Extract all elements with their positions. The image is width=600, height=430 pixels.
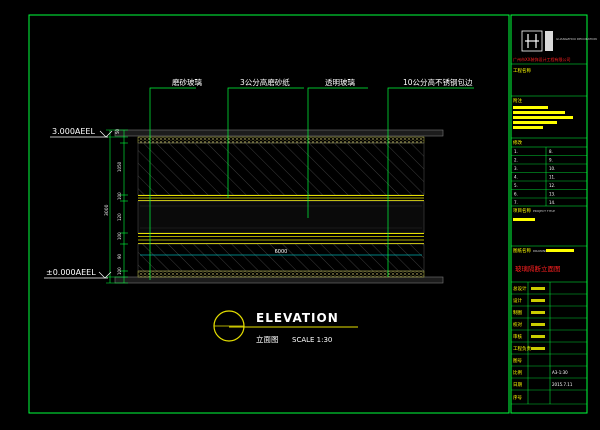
company-name: 广州市XX装饰设计工程有限公司: [513, 56, 570, 62]
field-label: 序号: [513, 394, 522, 401]
field-label: 总设计: [513, 285, 527, 292]
field-label: 比例: [513, 369, 522, 376]
field-label: 图号: [513, 358, 522, 364]
revision-row: 3.: [514, 166, 518, 171]
drawing-scale: SCALE 1:30: [292, 336, 332, 344]
dim-label: 90: [117, 253, 122, 259]
revision-row: 14.: [549, 200, 555, 205]
title-block: GUANGZHOU DECORATION 广州市XX装饰设计工程有限公司 工程名…: [511, 30, 597, 405]
level-top-label: 3.000AEEL: [52, 127, 95, 136]
width-dimension-label: 6000: [275, 249, 288, 255]
level-marker-bottom: ±0.000AEEL: [44, 268, 112, 279]
top-stainless-trim: [137, 136, 425, 144]
dim-label: 120: [117, 213, 122, 221]
revision-row: 10.: [549, 166, 555, 171]
lower-glass-panel: [137, 243, 425, 272]
dim-label: 1050: [117, 161, 122, 172]
field-label: 设计: [513, 297, 522, 304]
drawing-frame: [28, 14, 510, 414]
floor-slab: [114, 276, 444, 284]
elevation-title: ELEVATION 立面图 SCALE 1:30: [213, 310, 358, 344]
field-label: 日期: [513, 382, 522, 388]
dim-label: 50: [115, 128, 120, 134]
project-name-label: 项目名称: [513, 207, 531, 214]
project-label: 工程名称: [513, 67, 531, 74]
callout-label-stainless-trim: 10公分高不锈钢包边: [403, 77, 473, 87]
drawing-name-label: 图纸名称: [513, 247, 531, 254]
revision-row: 2.: [514, 158, 518, 163]
level-marker-top: 3.000AEEL: [50, 127, 113, 138]
revision-row: 13.: [549, 192, 555, 197]
field-label: 校对: [513, 321, 522, 328]
field-label: 审核: [513, 333, 522, 340]
titleblock-frame: [510, 14, 588, 414]
drawing-title: ELEVATION: [256, 311, 339, 325]
revision-row: 4.: [514, 175, 518, 180]
company-en: GUANGZHOU DECORATION: [556, 37, 597, 41]
revision-row: 5.: [514, 183, 518, 188]
dim-label-total: 3000: [104, 204, 110, 216]
top-slab: [114, 129, 444, 137]
field-value: 2015.7.11: [552, 382, 573, 387]
clear-glass-panel: [137, 200, 425, 234]
revision-row: 9.: [549, 158, 553, 163]
callout-label-frosted-glass: 磨砂玻璃: [172, 77, 202, 87]
project-name-en: PROJECT TITLE: [533, 209, 555, 213]
drawing-name: 玻璃隔断立面图: [515, 264, 561, 273]
field-label: 制图: [513, 309, 522, 316]
callout-label-clear-glass: 透明玻璃: [325, 77, 355, 87]
notes-label: 附注: [513, 97, 522, 104]
left-dimension-chain: 50 1050 100 120 100 90 100 3000: [104, 128, 128, 284]
revision-row: 6.: [514, 192, 518, 197]
bottom-stainless-trim: [137, 270, 425, 278]
dim-label: 100: [117, 232, 122, 240]
dim-label: 100: [117, 192, 122, 200]
drawing-name-en: DRAWING TITLE: [533, 249, 557, 253]
revision-row: 11.: [549, 175, 555, 180]
drawing-subtitle: 立面图: [256, 334, 279, 344]
elevation-view: 6000: [114, 129, 444, 284]
callouts: [149, 87, 474, 280]
frosted-glass-panel: [137, 142, 425, 196]
revision-row: 1.: [514, 149, 518, 154]
level-bottom-label: ±0.000AEEL: [46, 268, 96, 277]
callout-label-frosted-paper: 3公分高磨砂纸: [240, 77, 290, 87]
revision-row: 12.: [549, 183, 555, 188]
revision-row: 7.: [514, 200, 518, 205]
frosted-paper-band-1: [138, 195, 424, 201]
revision-label: 修改: [513, 139, 522, 146]
company-logo-icon: [521, 30, 543, 52]
frosted-paper-band-2: [138, 233, 424, 244]
revision-row: 8.: [549, 149, 553, 154]
field-value: A3-1:30: [552, 370, 568, 375]
field-label: 工程负责: [513, 345, 531, 352]
dim-label: 100: [117, 267, 122, 275]
